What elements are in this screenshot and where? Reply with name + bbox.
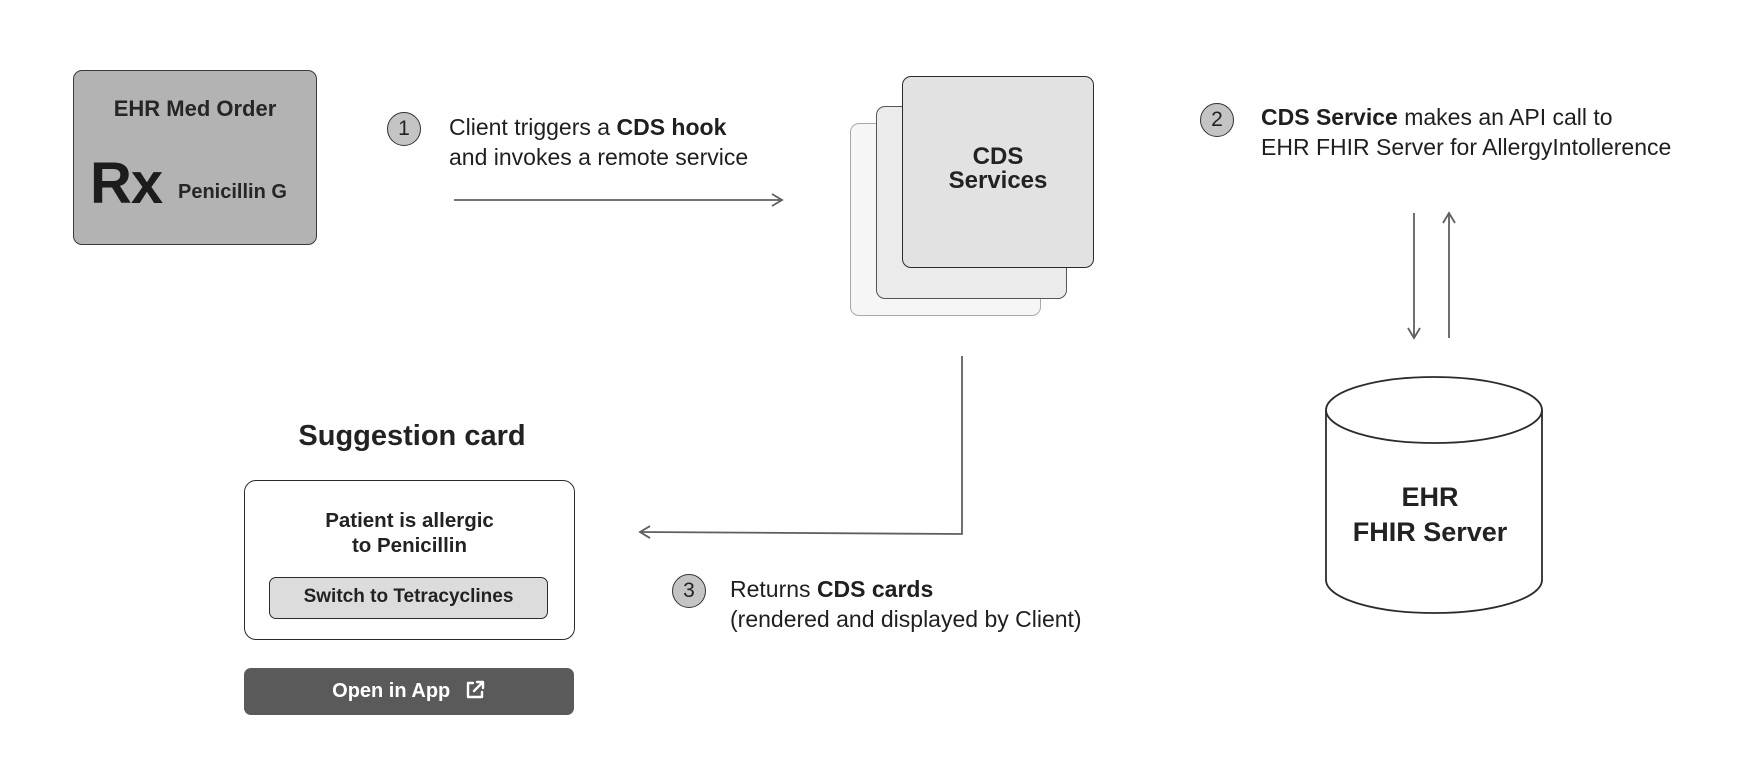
step-3-bold: CDS cards (816, 576, 934, 602)
step-2-line1: CDS Service makes an API call to (1261, 102, 1671, 132)
open-in-app-button[interactable]: Open in App (244, 668, 574, 715)
ehr-med-order-card: EHR Med Order Rx Penicillin G (73, 70, 317, 245)
suggestion-message: Patient is allergic to Penicillin (245, 508, 574, 558)
step-3-badge: 3 (672, 574, 706, 608)
db-label-line1: EHR (1401, 482, 1459, 512)
step-3-line1: Returns CDS cards (730, 574, 1082, 604)
cds-label-line1: CDS (972, 143, 1024, 170)
open-in-app-label: Open in App (332, 680, 451, 702)
step-2-bold: CDS Service (1261, 104, 1398, 130)
drug-name: Penicillin G (178, 181, 287, 203)
med-order-title: EHR Med Order (113, 96, 277, 121)
step-2-line2: EHR FHIR Server for AllergyIntollerence (1261, 134, 1672, 160)
cds-label-line2: Services (948, 167, 1048, 194)
arrow-cds-to-suggestion (638, 356, 963, 539)
suggestion-card-heading: Suggestion card (298, 420, 526, 452)
step-1-line1: Client triggers a CDS hook (449, 112, 748, 142)
step-2-plain: makes an API call to (1397, 104, 1613, 130)
suggestion-message-line2: to Penicillin (351, 534, 468, 557)
suggestion-card: Patient is allergic to Penicillin Switch… (244, 480, 575, 640)
ehr-fhir-server-label: EHR FHIR Server (1320, 480, 1540, 550)
step-1-plain: Client triggers a (449, 114, 617, 140)
suggestion-message-line1: Patient is allergic (325, 509, 494, 532)
step-3-plain: Returns (730, 576, 817, 602)
step-2-text: CDS Service makes an API call to EHR FHI… (1261, 102, 1671, 162)
db-label-line2: FHIR Server (1352, 517, 1508, 547)
step-1-text: Client triggers a CDS hook and invokes a… (449, 112, 748, 172)
cds-service-card-front (902, 76, 1094, 268)
step-1-bold: CDS hook (616, 114, 727, 140)
cds-services-label: CDS Services (902, 145, 1094, 193)
switch-to-tetracyclines-button[interactable]: Switch to Tetracyclines (269, 577, 548, 619)
rx-symbol: Rx (90, 151, 163, 216)
step-1-line2: and invokes a remote service (449, 144, 749, 170)
step-1-badge: 1 (387, 112, 421, 146)
database-cylinder (1325, 376, 1543, 614)
step-3-line2: (rendered and displayed by Client) (730, 606, 1082, 632)
step-3-text: Returns CDS cards (rendered and displaye… (730, 574, 1082, 634)
external-link-icon (466, 680, 485, 699)
step-2-badge: 2 (1200, 103, 1234, 137)
